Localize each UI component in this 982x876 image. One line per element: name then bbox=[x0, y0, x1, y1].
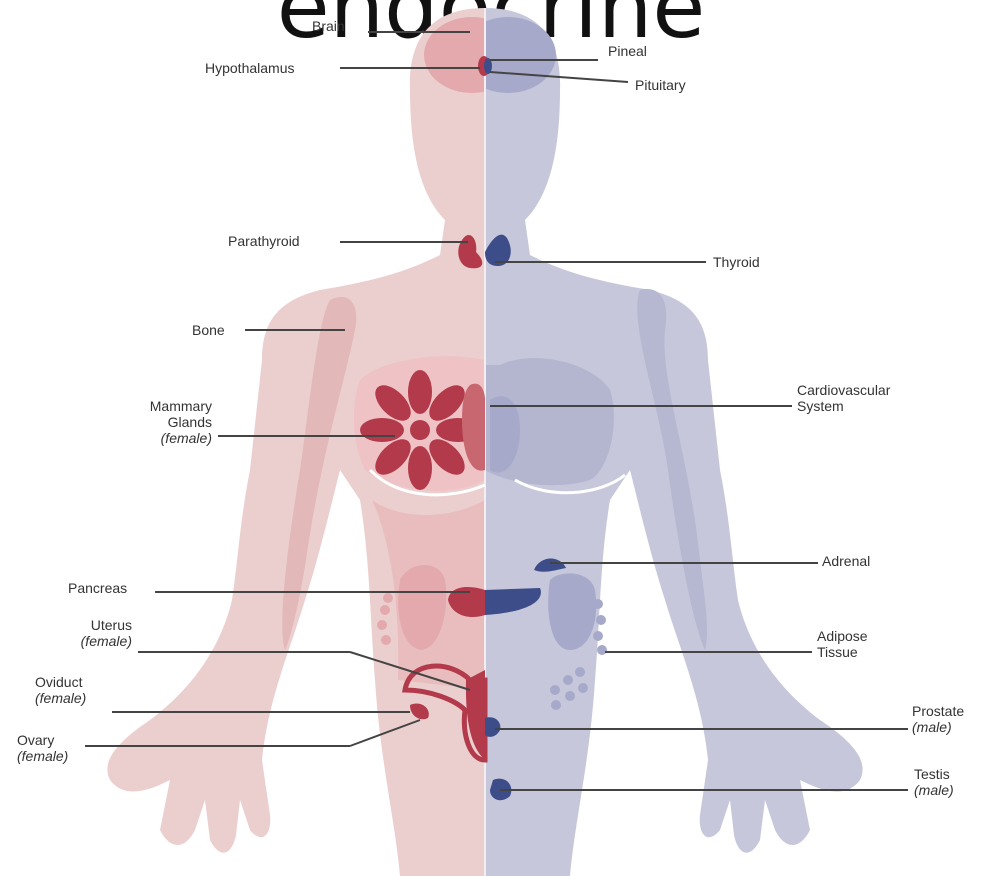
label-mammary-glands: Mammary Glands (female) bbox=[100, 398, 212, 446]
label-adipose-tissue: Adipose Tissue bbox=[817, 628, 868, 660]
label-cardiovascular-system: Cardiovascular System bbox=[797, 382, 890, 414]
label-bone: Bone bbox=[192, 322, 225, 338]
label-testis: Testis (male) bbox=[914, 766, 954, 798]
label-hypothalamus: Hypothalamus bbox=[205, 60, 295, 76]
label-pancreas: Pancreas bbox=[68, 580, 127, 596]
label-thyroid: Thyroid bbox=[713, 254, 760, 270]
label-oviduct: Oviduct (female) bbox=[35, 674, 86, 706]
label-adrenal: Adrenal bbox=[822, 553, 870, 569]
label-ovary: Ovary (female) bbox=[17, 732, 68, 764]
label-prostate: Prostate (male) bbox=[912, 703, 964, 735]
label-pineal: Pineal bbox=[608, 43, 647, 59]
label-brain: Brain bbox=[312, 18, 345, 34]
label-parathyroid: Parathyroid bbox=[228, 233, 300, 249]
label-uterus: Uterus (female) bbox=[50, 617, 132, 649]
mammary-glands-organ bbox=[360, 370, 480, 490]
label-pituitary: Pituitary bbox=[635, 77, 686, 93]
